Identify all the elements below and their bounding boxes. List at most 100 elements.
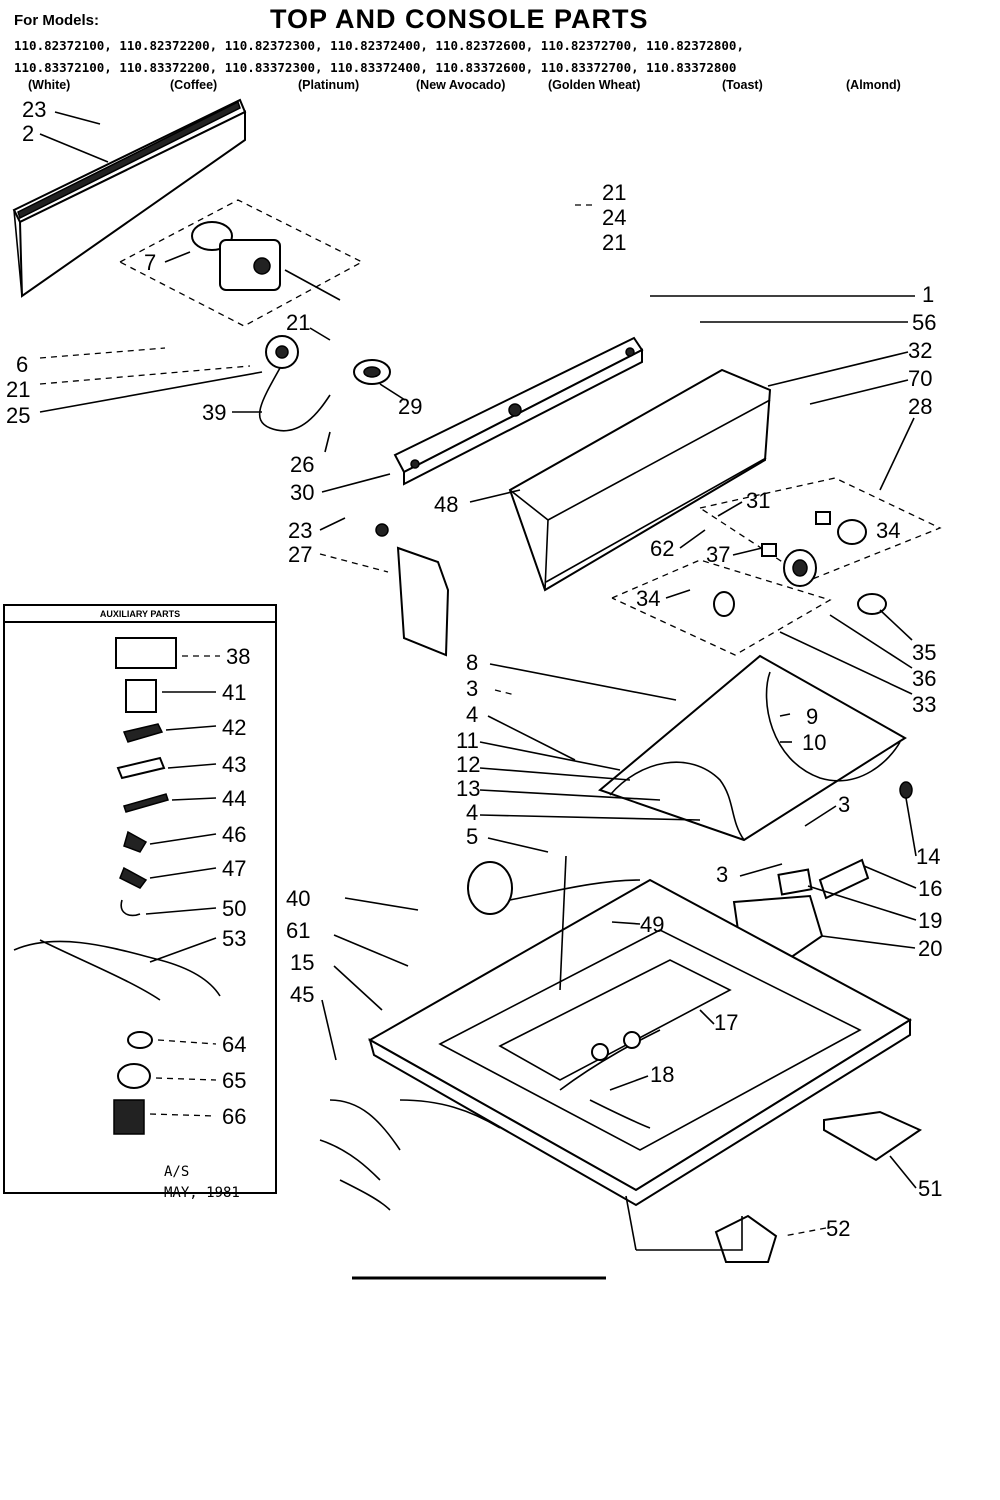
aux-callout-44: 44 bbox=[222, 786, 246, 811]
aux-callout-53: 53 bbox=[222, 926, 246, 951]
timer-assembly bbox=[119, 199, 364, 327]
callout-16: 16 bbox=[918, 876, 942, 901]
color-label-new-avocado: (New Avocado) bbox=[416, 78, 506, 92]
wiring-harness bbox=[319, 861, 661, 1211]
lid-switch-parts bbox=[732, 858, 870, 960]
stamp-line-1: A/S bbox=[164, 1164, 189, 1180]
callout-19: 19 bbox=[918, 908, 942, 933]
callout-15: 15 bbox=[290, 950, 314, 975]
callout-40: 40 bbox=[286, 886, 310, 911]
stamp-date: MAY, 1981 bbox=[164, 1185, 240, 1201]
callout-21: 21 bbox=[602, 230, 626, 255]
callout-17: 17 bbox=[714, 1010, 738, 1035]
callout-5: 5 bbox=[466, 824, 478, 849]
callout-1: 1 bbox=[922, 282, 934, 307]
for-models-label: For Models: bbox=[14, 12, 99, 29]
callout-48: 48 bbox=[434, 492, 458, 517]
console-back-panel bbox=[12, 98, 247, 298]
callout-13: 13 bbox=[456, 776, 480, 801]
callout-3: 3 bbox=[716, 862, 728, 887]
callout-4: 4 bbox=[466, 702, 478, 727]
callout-6: 6 bbox=[16, 352, 28, 377]
callout-29: 29 bbox=[398, 394, 422, 419]
top-cover bbox=[367, 878, 912, 1251]
console-end-cap bbox=[375, 523, 450, 657]
callout-3: 3 bbox=[838, 792, 850, 817]
control-knobs bbox=[611, 477, 942, 656]
callout-32: 32 bbox=[908, 338, 932, 363]
auxiliary-parts-title: AUXILIARY PARTS bbox=[100, 609, 180, 619]
aux-callout-64: 64 bbox=[222, 1032, 246, 1057]
callout-10: 10 bbox=[802, 730, 826, 755]
lid-hinge-and-foot bbox=[636, 1110, 923, 1263]
aux-callout-47: 47 bbox=[222, 856, 246, 881]
callout-24: 24 bbox=[602, 205, 626, 230]
callout-37: 37 bbox=[706, 542, 730, 567]
callout-49: 49 bbox=[640, 912, 664, 937]
callout-61: 61 bbox=[286, 918, 310, 943]
aux-callout-66: 66 bbox=[222, 1104, 246, 1129]
callout-3: 3 bbox=[466, 676, 478, 701]
page-title: TOP AND CONSOLE PARTS bbox=[270, 4, 649, 34]
aux-callout-42: 42 bbox=[222, 715, 246, 740]
aux-part-66 bbox=[113, 1099, 145, 1135]
callout-36: 36 bbox=[912, 666, 936, 691]
callout-21: 21 bbox=[286, 310, 310, 335]
callout-45: 45 bbox=[290, 982, 314, 1007]
callout-34: 34 bbox=[636, 586, 660, 611]
callout-39: 39 bbox=[202, 400, 226, 425]
aux-part-47 bbox=[119, 866, 148, 889]
callout-31: 31 bbox=[746, 488, 770, 513]
callout-33: 33 bbox=[912, 692, 936, 717]
color-label-toast: (Toast) bbox=[722, 78, 763, 92]
callout-8: 8 bbox=[466, 650, 478, 675]
callout-35: 35 bbox=[912, 640, 936, 665]
callout-12: 12 bbox=[456, 752, 480, 777]
callout-9: 9 bbox=[806, 704, 818, 729]
aux-part-43 bbox=[116, 756, 166, 780]
callout-51: 51 bbox=[918, 1176, 942, 1201]
callout-23: 23 bbox=[288, 518, 312, 543]
aux-part-41 bbox=[125, 679, 157, 713]
callout-leader-lines bbox=[39, 111, 917, 1237]
aux-callout-65: 65 bbox=[222, 1068, 246, 1093]
callout-70: 70 bbox=[908, 366, 932, 391]
aux-part-50 bbox=[120, 899, 141, 917]
aux-callout-41: 41 bbox=[222, 680, 246, 705]
callout-23: 23 bbox=[22, 97, 46, 122]
callout-30: 30 bbox=[290, 480, 314, 505]
aux-callout-50: 50 bbox=[222, 896, 246, 921]
aux-part-64 bbox=[127, 1031, 153, 1049]
callout-14: 14 bbox=[916, 844, 940, 869]
console-mounting-bracket bbox=[393, 336, 644, 486]
callout-20: 20 bbox=[918, 936, 942, 961]
model-numbers-row-1: 110.82372100, 110.82372200, 110.82372300… bbox=[14, 38, 744, 53]
aux-callout-38: 38 bbox=[226, 644, 250, 669]
aux-part-46 bbox=[123, 830, 148, 853]
aux-callout-43: 43 bbox=[222, 752, 246, 777]
callout-27: 27 bbox=[288, 542, 312, 567]
model-numbers-row-2: 110.83372100, 110.83372200, 110.83372300… bbox=[14, 60, 737, 75]
auxiliary-parts-box: AUXILIARY PARTS 38 41 42 43 44 46 bbox=[3, 604, 277, 1194]
color-label-almond: (Almond) bbox=[846, 78, 901, 92]
selector-switch-and-wiring bbox=[258, 335, 391, 432]
aux-part-53 bbox=[13, 940, 221, 997]
callout-28: 28 bbox=[908, 394, 932, 419]
callout-2: 2 bbox=[22, 121, 34, 146]
callout-7: 7 bbox=[144, 250, 156, 275]
callout-62: 62 bbox=[650, 536, 674, 561]
callout-34: 34 bbox=[876, 518, 900, 543]
callout-52: 52 bbox=[826, 1216, 850, 1241]
callout-21: 21 bbox=[602, 180, 626, 205]
callout-21: 21 bbox=[6, 377, 30, 402]
callout-11: 11 bbox=[456, 728, 479, 753]
callout-25: 25 bbox=[6, 403, 30, 428]
aux-part-65 bbox=[117, 1063, 151, 1089]
color-label-white: (White) bbox=[28, 78, 71, 92]
color-label-coffee: (Coffee) bbox=[170, 78, 218, 92]
callout-26: 26 bbox=[290, 452, 314, 477]
callout-4: 4 bbox=[466, 800, 478, 825]
console-housing bbox=[508, 368, 772, 592]
washer-lid bbox=[598, 654, 913, 842]
